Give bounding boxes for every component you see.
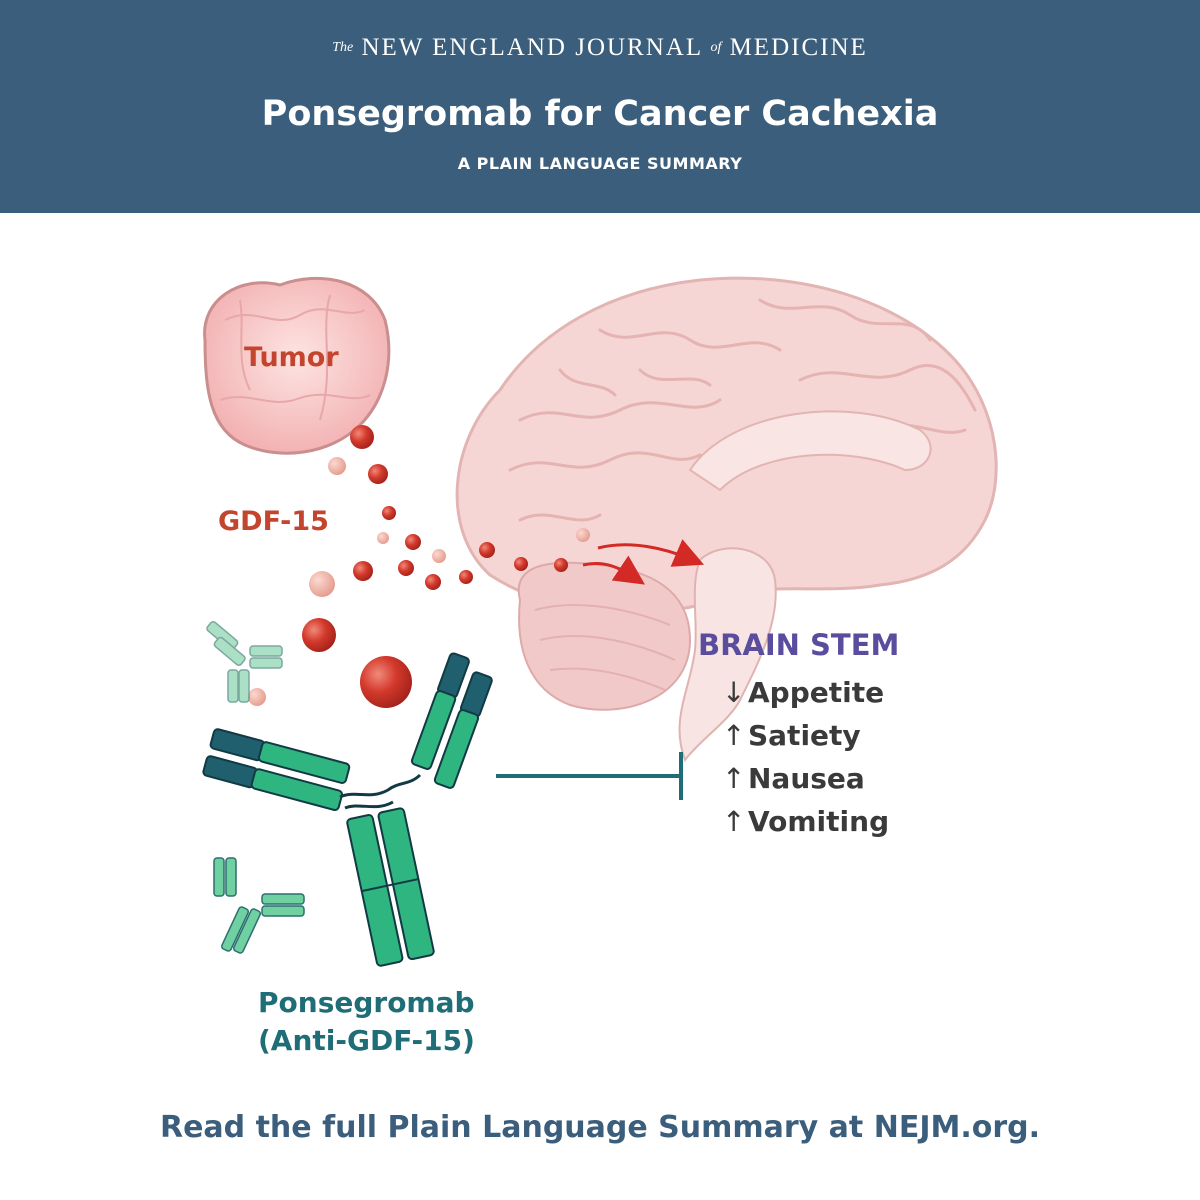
brain-stem-label: BRAIN STEM — [698, 628, 900, 662]
effect-nausea: ↑Nausea — [722, 760, 889, 803]
small-antibody-icon-1 — [206, 620, 283, 703]
effect-satiety: ↑Satiety — [722, 717, 889, 760]
tumor-label: Tumor — [244, 342, 339, 373]
gdf15-label: GDF-15 — [218, 506, 329, 537]
up-arrow-icon: ↑ — [722, 719, 746, 752]
small-antibody-icon-2 — [213, 857, 305, 954]
journal-name-part1: NEW ENGLAND JOURNAL — [361, 34, 703, 61]
effect-label: Satiety — [748, 719, 861, 752]
up-arrow-icon: ↑ — [722, 762, 746, 795]
effect-vomiting: ↑Vomiting — [722, 803, 889, 846]
ponsegromab-antibody-icon — [202, 652, 493, 967]
journal-masthead: The NEW ENGLAND JOURNAL of MEDICINE — [0, 34, 1200, 62]
corpus-callosum — [688, 410, 932, 492]
drug-alias: (Anti-GDF-15) — [258, 1024, 475, 1057]
brain-stem-effects-list: ↓Appetite ↑Satiety ↑Nausea ↑Vomiting — [722, 674, 889, 846]
header-banner: The NEW ENGLAND JOURNAL of MEDICINE Pons… — [0, 0, 1200, 213]
drug-label: Ponsegromab (Anti-GDF-15) — [258, 984, 475, 1060]
signal-arrows — [582, 539, 705, 585]
journal-name-part2: MEDICINE — [729, 34, 868, 61]
gdf15-particles — [248, 425, 590, 708]
page-title: Ponsegromab for Cancer Cachexia — [261, 94, 939, 134]
inhibition-symbol — [496, 752, 683, 800]
journal-of: of — [710, 40, 722, 55]
brain-illustration — [455, 276, 998, 763]
tumor-illustration — [203, 277, 391, 455]
footer-link-text: Read the full Plain Language Summary at … — [159, 1110, 1041, 1145]
brain-stem — [678, 547, 777, 763]
journal-the: The — [332, 40, 354, 55]
down-arrow-icon: ↓ — [722, 676, 746, 709]
drug-name: Ponsegromab — [258, 986, 475, 1019]
effect-label: Appetite — [748, 676, 885, 709]
effect-appetite: ↓Appetite — [722, 674, 889, 717]
illustration — [202, 276, 998, 967]
page-subtitle: A PLAIN LANGUAGE SUMMARY — [457, 154, 743, 173]
cerebellum-folds — [534, 604, 676, 691]
effect-label: Vomiting — [748, 805, 890, 838]
effect-label: Nausea — [748, 762, 865, 795]
up-arrow-icon: ↑ — [722, 805, 746, 838]
